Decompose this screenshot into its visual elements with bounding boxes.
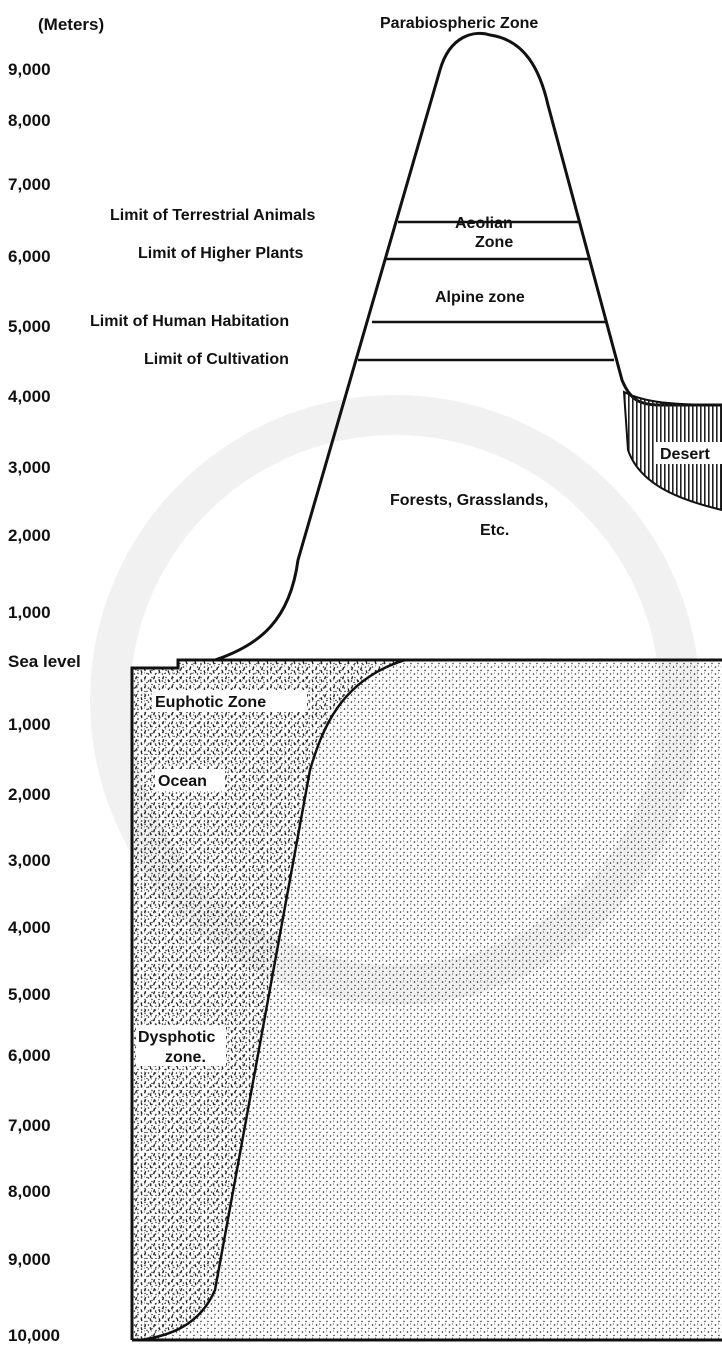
- tick-depth-1000: 1,000: [8, 715, 51, 734]
- unit-label: (Meters): [38, 15, 104, 34]
- label-limit-human-habitation: Limit of Human Habitation: [90, 313, 289, 330]
- label-aeolian-1: Aeolian: [455, 215, 513, 232]
- limit-labels: Limit of Terrestrial Animals Limit of Hi…: [90, 207, 315, 368]
- tick-depth-4000: 4,000: [8, 918, 51, 937]
- desert-region: Desert: [624, 392, 722, 510]
- label-dysphotic-1: Dysphotic: [138, 1029, 215, 1046]
- label-aeolian-2: Zone: [475, 234, 513, 251]
- label-dysphotic-2: zone.: [165, 1049, 206, 1066]
- label-alpine: Alpine zone: [435, 289, 525, 306]
- depth-axis: 1,000 2,000 3,000 4,000 5,000 6,000 7,00…: [8, 715, 60, 1345]
- tick-alt-3000: 3,000: [8, 458, 51, 477]
- tick-alt-7000: 7,000: [8, 175, 51, 194]
- tick-alt-8000: 8,000: [8, 111, 51, 130]
- mountain: [215, 33, 722, 660]
- tick-depth-5000: 5,000: [8, 985, 51, 1004]
- tick-depth-3000: 3,000: [8, 851, 51, 870]
- tick-depth-10000: 10,000: [8, 1326, 60, 1345]
- label-ocean: Ocean: [158, 773, 207, 790]
- ocean-body: [132, 660, 722, 1340]
- tick-depth-6000: 6,000: [8, 1046, 51, 1065]
- label-limit-terrestrial: Limit of Terrestrial Animals: [110, 207, 315, 224]
- tick-depth-2000: 2,000: [8, 785, 51, 804]
- tick-alt-5000: 5,000: [8, 317, 51, 336]
- tick-alt-2000: 2,000: [8, 526, 51, 545]
- tick-depth-7000: 7,000: [8, 1116, 51, 1135]
- tick-depth-8000: 8,000: [8, 1182, 51, 1201]
- label-parabiospheric: Parabiospheric Zone: [380, 15, 538, 32]
- sea-level-label: Sea level: [8, 652, 81, 671]
- zone-labels: Parabiospheric Zone Aeolian Zone Alpine …: [380, 15, 548, 539]
- label-forests-2: Etc.: [480, 522, 509, 539]
- desert-label: Desert: [660, 446, 710, 463]
- tick-alt-1000: 1,000: [8, 603, 51, 622]
- label-limit-higher-plants: Limit of Higher Plants: [138, 245, 303, 262]
- tick-alt-4000: 4,000: [8, 387, 51, 406]
- label-limit-cultivation: Limit of Cultivation: [144, 351, 289, 368]
- label-forests-1: Forests, Grasslands,: [390, 492, 548, 509]
- tick-depth-9000: 9,000: [8, 1250, 51, 1269]
- label-euphotic: Euphotic Zone: [155, 694, 266, 711]
- tick-alt-6000: 6,000: [8, 247, 51, 266]
- tick-alt-9000: 9,000: [8, 60, 51, 79]
- altitude-axis: (Meters) 9,000 8,000 7,000 6,000 5,000 4…: [8, 15, 104, 671]
